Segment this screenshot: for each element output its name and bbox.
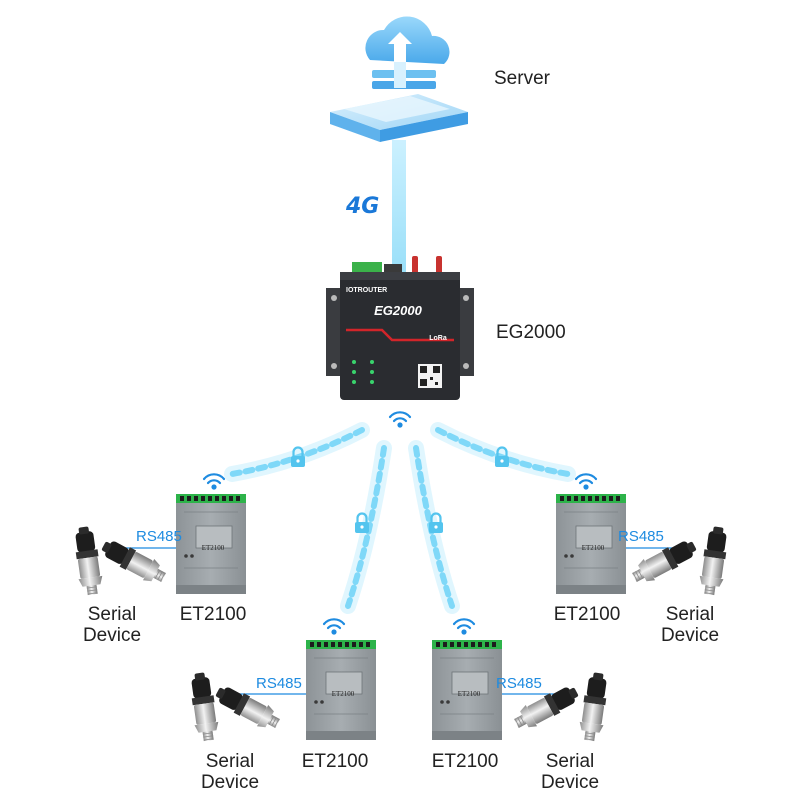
link-4g-label: 4G — [346, 194, 380, 219]
et2100-label: ET2100 — [179, 604, 247, 625]
wifi-icon — [574, 473, 598, 491]
wifi-icon — [388, 411, 412, 429]
padlock-icon — [353, 512, 371, 535]
et2100-label: ET2100 — [553, 604, 621, 625]
serial-device-line2: Device — [540, 772, 600, 793]
serial-device-line1: Serial — [545, 751, 595, 772]
wifi-icon — [202, 473, 226, 491]
serial-device-line1: Serial — [205, 751, 255, 772]
gateway-lora-badge: LoRa — [429, 335, 447, 342]
serial-device-line2: Device — [200, 772, 260, 793]
node-model-marking: ET2100 — [202, 544, 225, 552]
rs485-label: RS485 — [496, 675, 542, 692]
rs485-label: RS485 — [618, 528, 664, 545]
serial-device-line2: Device — [660, 625, 720, 646]
gateway-model-marking: EG2000 — [374, 303, 422, 318]
server-label: Server — [494, 68, 550, 89]
node-model-marking: ET2100 — [582, 544, 605, 552]
serial-device-line1: Serial — [87, 604, 137, 625]
server-cloud-icon — [330, 16, 468, 142]
link-4g-beam — [392, 140, 406, 272]
node-model-marking: ET2100 — [458, 690, 481, 698]
wifi-icon — [452, 618, 476, 636]
gateway-brand-marking: IOTROUTER — [346, 287, 387, 294]
serial-device-line2: Device — [82, 625, 142, 646]
serial-device-line1: Serial — [665, 604, 715, 625]
wireless-links — [224, 422, 576, 614]
node-model-marking: ET2100 — [332, 690, 355, 698]
et2100-label: ET2100 — [301, 751, 369, 772]
rs485-label: RS485 — [136, 528, 182, 545]
wifi-icon — [322, 618, 346, 636]
et2100-label: ET2100 — [431, 751, 499, 772]
gateway-label: EG2000 — [496, 322, 566, 343]
gateway-eg2000-device — [326, 256, 474, 400]
rs485-label: RS485 — [256, 675, 302, 692]
